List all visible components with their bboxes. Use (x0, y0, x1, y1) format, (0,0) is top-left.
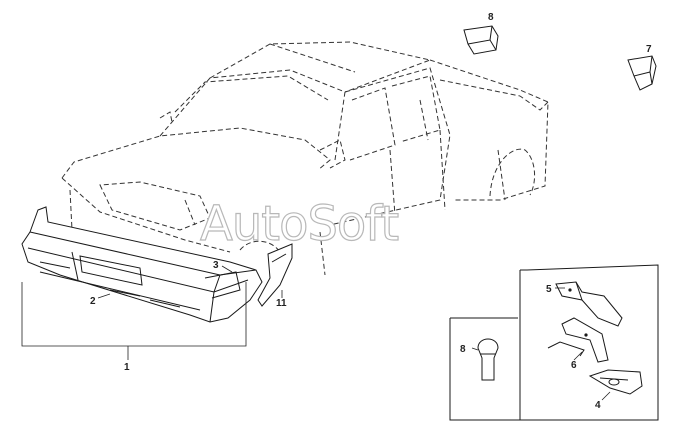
front-bumper (21, 206, 263, 323)
callout-2: 2 (90, 296, 96, 307)
callout-4: 4 (595, 400, 601, 411)
inset-box-bolt (449, 317, 520, 421)
callout-5: 5 (546, 284, 552, 295)
part-11-bracket (257, 243, 293, 307)
watermark-text: AutoSoft (200, 196, 398, 252)
callout-6: 6 (571, 360, 577, 371)
callout-7: 7 (646, 44, 652, 55)
callout-8-top: 8 (488, 12, 494, 23)
truck-body-outline (61, 41, 549, 276)
callout-11: 11 (276, 298, 287, 309)
part-7-bracket (627, 55, 657, 91)
callout-3: 3 (213, 260, 219, 271)
callout-1: 1 (124, 362, 130, 373)
callout-8-inset: 8 (460, 344, 466, 355)
leader-lines (21, 265, 611, 401)
inset-box-brackets (519, 264, 659, 421)
part-8-bracket (463, 25, 499, 55)
